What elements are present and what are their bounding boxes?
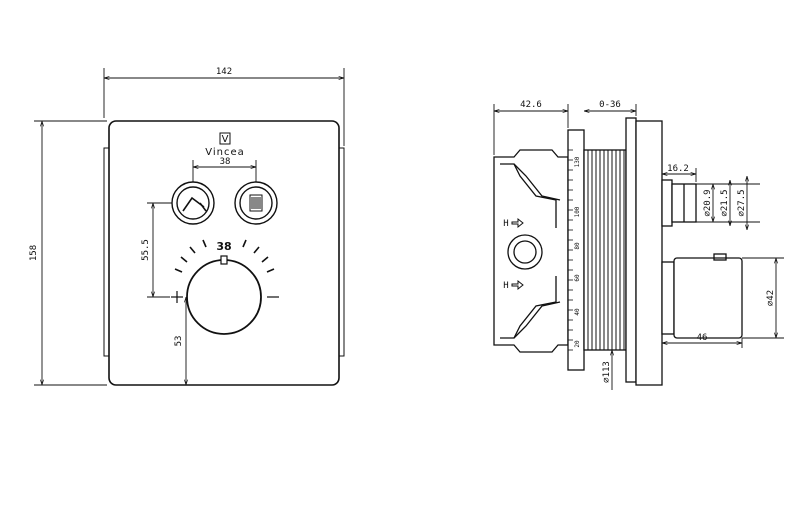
cold-icon [171, 291, 183, 303]
cover-plate-side [635, 120, 663, 386]
button-spacing-dimension [192, 160, 257, 182]
scale-mark-40: 40 [574, 308, 581, 316]
knob-side [661, 253, 743, 339]
scale-mark-20: 20 [574, 340, 581, 348]
scale-mark-130: 130 [574, 156, 581, 167]
scale-mark-80: 80 [574, 242, 581, 250]
knob-height-label: 53 [174, 336, 184, 347]
inlet-arrows [511, 217, 524, 291]
front-dimensions [34, 68, 345, 386]
diameter-label-20-9: ⌀20.9 [703, 189, 713, 216]
cover-plate-flange [625, 117, 637, 383]
front-plate [108, 120, 340, 386]
rainshower-icon [249, 194, 263, 212]
side-dimensions [493, 104, 784, 390]
brand-name: Vincea [205, 147, 245, 158]
body-diameter-label: ⌀113 [602, 361, 612, 383]
knob-depth-label: 46 [697, 333, 708, 343]
brand-logo-box [219, 132, 231, 145]
front-view [103, 120, 345, 386]
thread-lines [587, 150, 625, 350]
valve-outlet [507, 234, 543, 270]
rainshower-button[interactable] [234, 181, 278, 225]
front-width-label: 142 [216, 67, 232, 77]
stem-length-label: 16.2 [667, 164, 689, 174]
handshower-button[interactable] [171, 181, 215, 225]
sleeve-ticks [568, 149, 573, 351]
knob-indicator [220, 255, 228, 265]
threaded-extension [583, 149, 627, 351]
inlet-label-bottom: H [503, 281, 508, 291]
button-spacing-label: 38 [220, 157, 231, 167]
front-height-label: 158 [29, 245, 39, 261]
inlet-label-top: H [503, 219, 508, 229]
scale-mark-60: 60 [574, 274, 581, 282]
knob-diameter-label: ⌀42 [766, 290, 776, 306]
scale-mark-100: 100 [574, 206, 581, 217]
valve-body [493, 149, 569, 353]
temperature-scale [174, 239, 275, 273]
button-stem [661, 179, 697, 227]
knob-offset-label: 55.5 [141, 239, 151, 261]
depth-label: 42.6 [520, 100, 542, 110]
adjust-range-label: 0-36 [599, 100, 621, 110]
diameter-label-27-5: ⌀27.5 [737, 189, 747, 216]
side-view [493, 117, 743, 386]
handshower-icon [182, 196, 207, 212]
dial-temperature-value: 38 [216, 240, 231, 253]
diameter-label-21-5: ⌀21.5 [720, 189, 730, 216]
brand-logo-letter: V [222, 134, 229, 145]
